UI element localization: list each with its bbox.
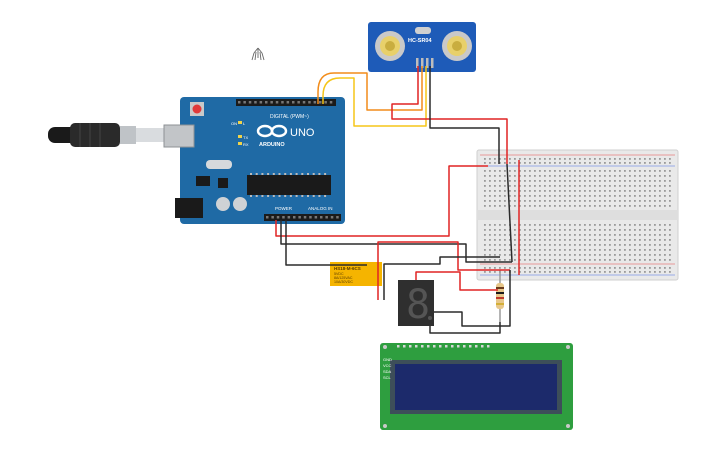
l-label: L	[243, 121, 246, 126]
analog-header-label: ANALOG IN	[308, 206, 333, 211]
on-label: ON	[231, 121, 237, 126]
relay-module[interactable]: HS18-M-6CS 5VDC 8A/125VAC 10A/30VDC	[330, 262, 382, 286]
tx-label: TX	[243, 135, 248, 140]
arduino-model: UNO	[290, 127, 315, 139]
wires	[275, 66, 520, 334]
digital-header-label: DIGITAL (PWM~)	[270, 114, 309, 120]
seven-segment-digit: 8	[406, 282, 430, 328]
breadboard[interactable]	[476, 149, 679, 281]
ultrasonic-sensor[interactable]: HC-SR04	[368, 22, 476, 72]
lcd-display[interactable]: GND VCC SDA SCL	[380, 343, 573, 430]
rx-label: RX	[243, 142, 249, 147]
breadboard-holes	[484, 158, 671, 273]
chip-pins	[250, 173, 327, 197]
arduino-brand: ARDUINO	[259, 142, 285, 148]
lcd-pin-sda: SDA	[383, 369, 392, 374]
power-header-label: POWER	[275, 206, 293, 211]
lcd-pin-gnd: GND	[383, 357, 392, 362]
arduino-logo-icon	[256, 124, 288, 138]
relay-line-2: 8A/125VAC	[334, 276, 353, 280]
relay-line-3: 10A/30VDC	[334, 280, 353, 284]
relay-model: HS18-M-6CS	[334, 266, 361, 271]
resistor[interactable]	[496, 270, 504, 322]
lcd-pin-scl: SCL	[383, 375, 392, 380]
cursor-hand-icon	[251, 47, 265, 61]
arduino-uno-board[interactable]: ARDUINO UNO DIGITAL (PWM~) POWER ANALOG …	[163, 97, 345, 224]
seven-segment-display[interactable]: 8	[398, 280, 434, 328]
lcd-header-pins	[397, 345, 490, 348]
sensor-pins	[416, 58, 434, 68]
usb-cable-icon	[48, 123, 164, 147]
lcd-pin-vcc: VCC	[383, 363, 392, 368]
digital-header-pins	[238, 101, 333, 104]
sensor-model: HC-SR04	[408, 38, 432, 44]
relay-line-1: 5VDC	[334, 272, 344, 276]
power-header-pins	[266, 216, 339, 219]
